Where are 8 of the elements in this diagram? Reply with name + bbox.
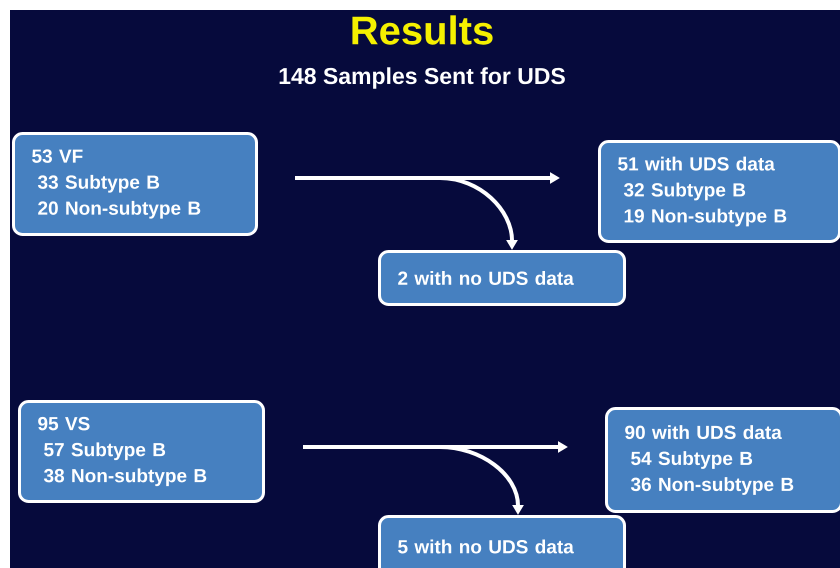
- result-box: 2 with no UDS data: [378, 250, 626, 306]
- subtitle: 148 Samples Sent for UDS: [280, 67, 565, 89]
- result-box: 90 with UDS data 54 Subtype B 36 Non-subtype B: [605, 407, 840, 513]
- result-box: 53 VF 33 Subtype B 20 Non-subtype B: [12, 132, 258, 236]
- result-box: 51 with UDS data 32 Subtype B 19 Non-subtype B: [598, 140, 840, 243]
- title: Results: [352, 15, 493, 45]
- result-box: 95 VS 57 Subtype B 38 Non-subtype B: [18, 400, 265, 503]
- result-box: 5 with no UDS data: [378, 515, 626, 568]
